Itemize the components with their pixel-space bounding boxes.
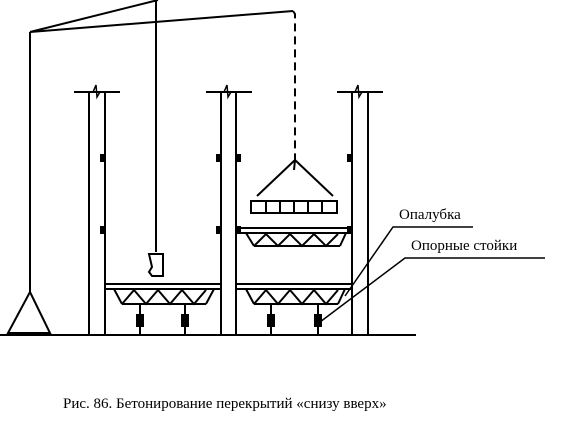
column-1 [74,84,120,335]
label-support-posts: Опорные стойки [411,238,518,254]
label-formwork: Опалубка [399,207,461,223]
crane [6,0,296,334]
figure-caption: Рис. 86. Бетонирование перекрытий «снизу… [63,396,387,412]
leader-formwork [344,226,473,297]
upper-formwork [235,227,353,248]
leader-support-posts [319,257,545,323]
leader-lines [319,226,545,323]
column-3 [337,84,383,335]
dashed-rope [292,10,296,160]
lower-formwork-bay-2 [235,283,353,335]
crane-hook [147,253,164,277]
column-2 [206,84,252,335]
lifted-panel [250,159,338,214]
lower-formwork-bay-1 [104,283,222,335]
